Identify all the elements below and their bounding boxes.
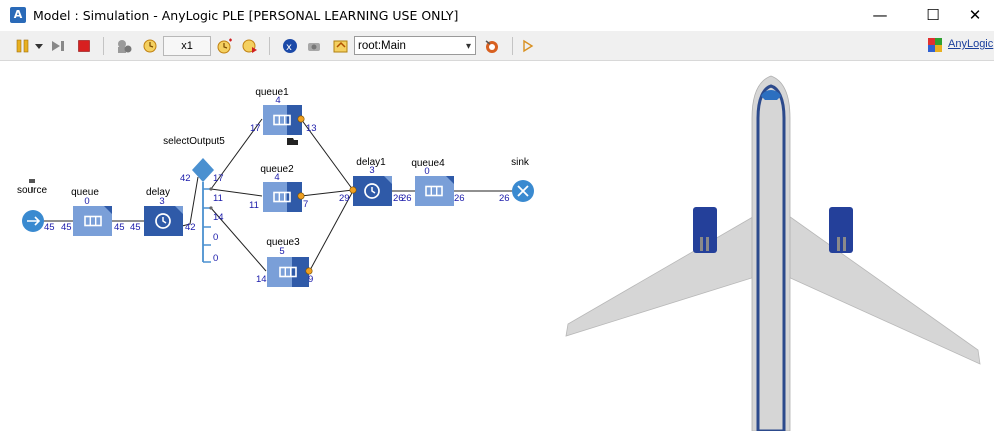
agent-time-icon[interactable] xyxy=(114,37,134,55)
select-output5-out-count: 14 xyxy=(213,212,224,223)
anylogic-link[interactable]: AnyLogic xyxy=(948,38,994,50)
delay-out-count: 42 xyxy=(185,222,196,233)
select-output5-in-count: 42 xyxy=(180,173,191,184)
select-output5-out-count: 0 xyxy=(213,253,218,264)
stop-icon[interactable] xyxy=(75,37,93,55)
delay-label: delay xyxy=(146,187,170,198)
run-mode-dropdown-icon[interactable] xyxy=(33,37,45,55)
toolbar-separator xyxy=(269,37,270,55)
queue-label: queue xyxy=(71,187,99,198)
source-out-count: 45 xyxy=(44,222,55,233)
delay1-in-count: 29 xyxy=(339,193,350,204)
queue3-label: queue3 xyxy=(266,237,300,248)
queue2-label: queue2 xyxy=(260,164,294,175)
sink-label: sink xyxy=(511,157,530,168)
queue-count: 0 xyxy=(84,196,89,207)
experiment-icon[interactable]: x xyxy=(280,37,300,55)
queue3-block[interactable]: queue3 5 14 9 xyxy=(256,237,313,287)
run-until-icon[interactable] xyxy=(240,37,260,55)
model-canvas: source 45 queue 0 45 45 delay 3 45 42 se… xyxy=(17,75,981,431)
toolbar-separator xyxy=(103,37,104,55)
queue1-out-count: 13 xyxy=(306,123,317,134)
queue1-block[interactable]: queue1 4 17 13 xyxy=(250,87,317,145)
select-output5-block[interactable]: selectOutput5 42 17 11 14 0 0 xyxy=(163,136,225,264)
select-output5-out-count: 17 xyxy=(213,173,224,184)
select-output5-out-count: 11 xyxy=(213,193,223,204)
queue2-out-count: 7 xyxy=(303,199,308,210)
queue1-count: 4 xyxy=(275,95,280,106)
speed-up-icon[interactable] xyxy=(215,37,235,55)
queue-out-count: 45 xyxy=(114,222,125,233)
slow-down-icon[interactable] xyxy=(140,37,160,55)
queue2-count: 4 xyxy=(274,172,279,183)
root-agent-select-value: root:Main xyxy=(358,40,406,52)
window-title: Model : Simulation - AnyLogic PLE [PERSO… xyxy=(33,8,459,23)
pause-icon[interactable] xyxy=(14,37,32,55)
delay1-out-count: 26 xyxy=(393,193,404,204)
folder-icon xyxy=(287,138,298,145)
queue4-in-count: 26 xyxy=(401,193,412,204)
queue1-in-count: 17 xyxy=(250,123,261,134)
queue-in-count: 45 xyxy=(61,222,72,233)
queue4-count: 0 xyxy=(424,166,429,177)
queue4-out-count: 26 xyxy=(454,193,465,204)
minimize-button[interactable]: — xyxy=(872,6,888,24)
delay1-block[interactable]: delay1 3 29 26 xyxy=(339,157,404,206)
toolbar-separator xyxy=(512,37,513,55)
camera-icon[interactable] xyxy=(305,37,325,55)
airplane-icon xyxy=(565,75,981,431)
svg-text:x: x xyxy=(286,42,292,53)
queue3-out-count: 9 xyxy=(308,274,313,285)
simulation-toolbar: x1 x root:Main ▾ xyxy=(0,31,994,61)
queue3-count: 5 xyxy=(279,246,284,257)
queue4-label: queue4 xyxy=(411,158,445,169)
navigate-icon[interactable] xyxy=(331,37,351,55)
sink-in-count: 26 xyxy=(499,193,510,204)
delay-block[interactable]: delay 3 45 42 xyxy=(130,187,196,236)
sink-block[interactable]: sink 26 xyxy=(499,157,534,204)
navigate-to-agent-icon[interactable] xyxy=(482,37,502,55)
developer-panel-icon[interactable] xyxy=(520,37,536,55)
delay1-label: delay1 xyxy=(356,157,386,168)
anylogic-app-icon: A xyxy=(10,7,26,23)
chevron-down-icon: ▾ xyxy=(465,41,471,52)
delay-count: 3 xyxy=(159,196,164,207)
queue3-in-count: 14 xyxy=(256,274,267,285)
queue2-block[interactable]: queue2 4 11 7 xyxy=(249,164,308,212)
speed-display: x1 xyxy=(163,36,211,56)
connectors xyxy=(33,118,513,273)
root-agent-select[interactable]: root:Main ▾ xyxy=(354,36,476,55)
step-icon[interactable] xyxy=(49,37,67,55)
queue1-label: queue1 xyxy=(255,87,289,98)
maximize-button[interactable]: ☐ xyxy=(926,6,940,24)
select-output5-label: selectOutput5 xyxy=(163,136,225,147)
queue2-in-count: 11 xyxy=(249,200,259,211)
queue4-block[interactable]: queue4 0 26 26 xyxy=(401,158,465,206)
title-bar: A Model : Simulation - AnyLogic PLE [PER… xyxy=(0,0,994,31)
anylogic-logo-icon xyxy=(928,38,942,52)
select-output5-out-count: 0 xyxy=(213,232,218,243)
source-block[interactable]: source 45 xyxy=(17,179,55,233)
delay-in-count: 45 xyxy=(130,222,141,233)
delay1-count: 3 xyxy=(369,165,374,176)
close-button[interactable]: ✕ xyxy=(968,6,982,24)
queue-block[interactable]: queue 0 45 45 xyxy=(61,187,125,236)
